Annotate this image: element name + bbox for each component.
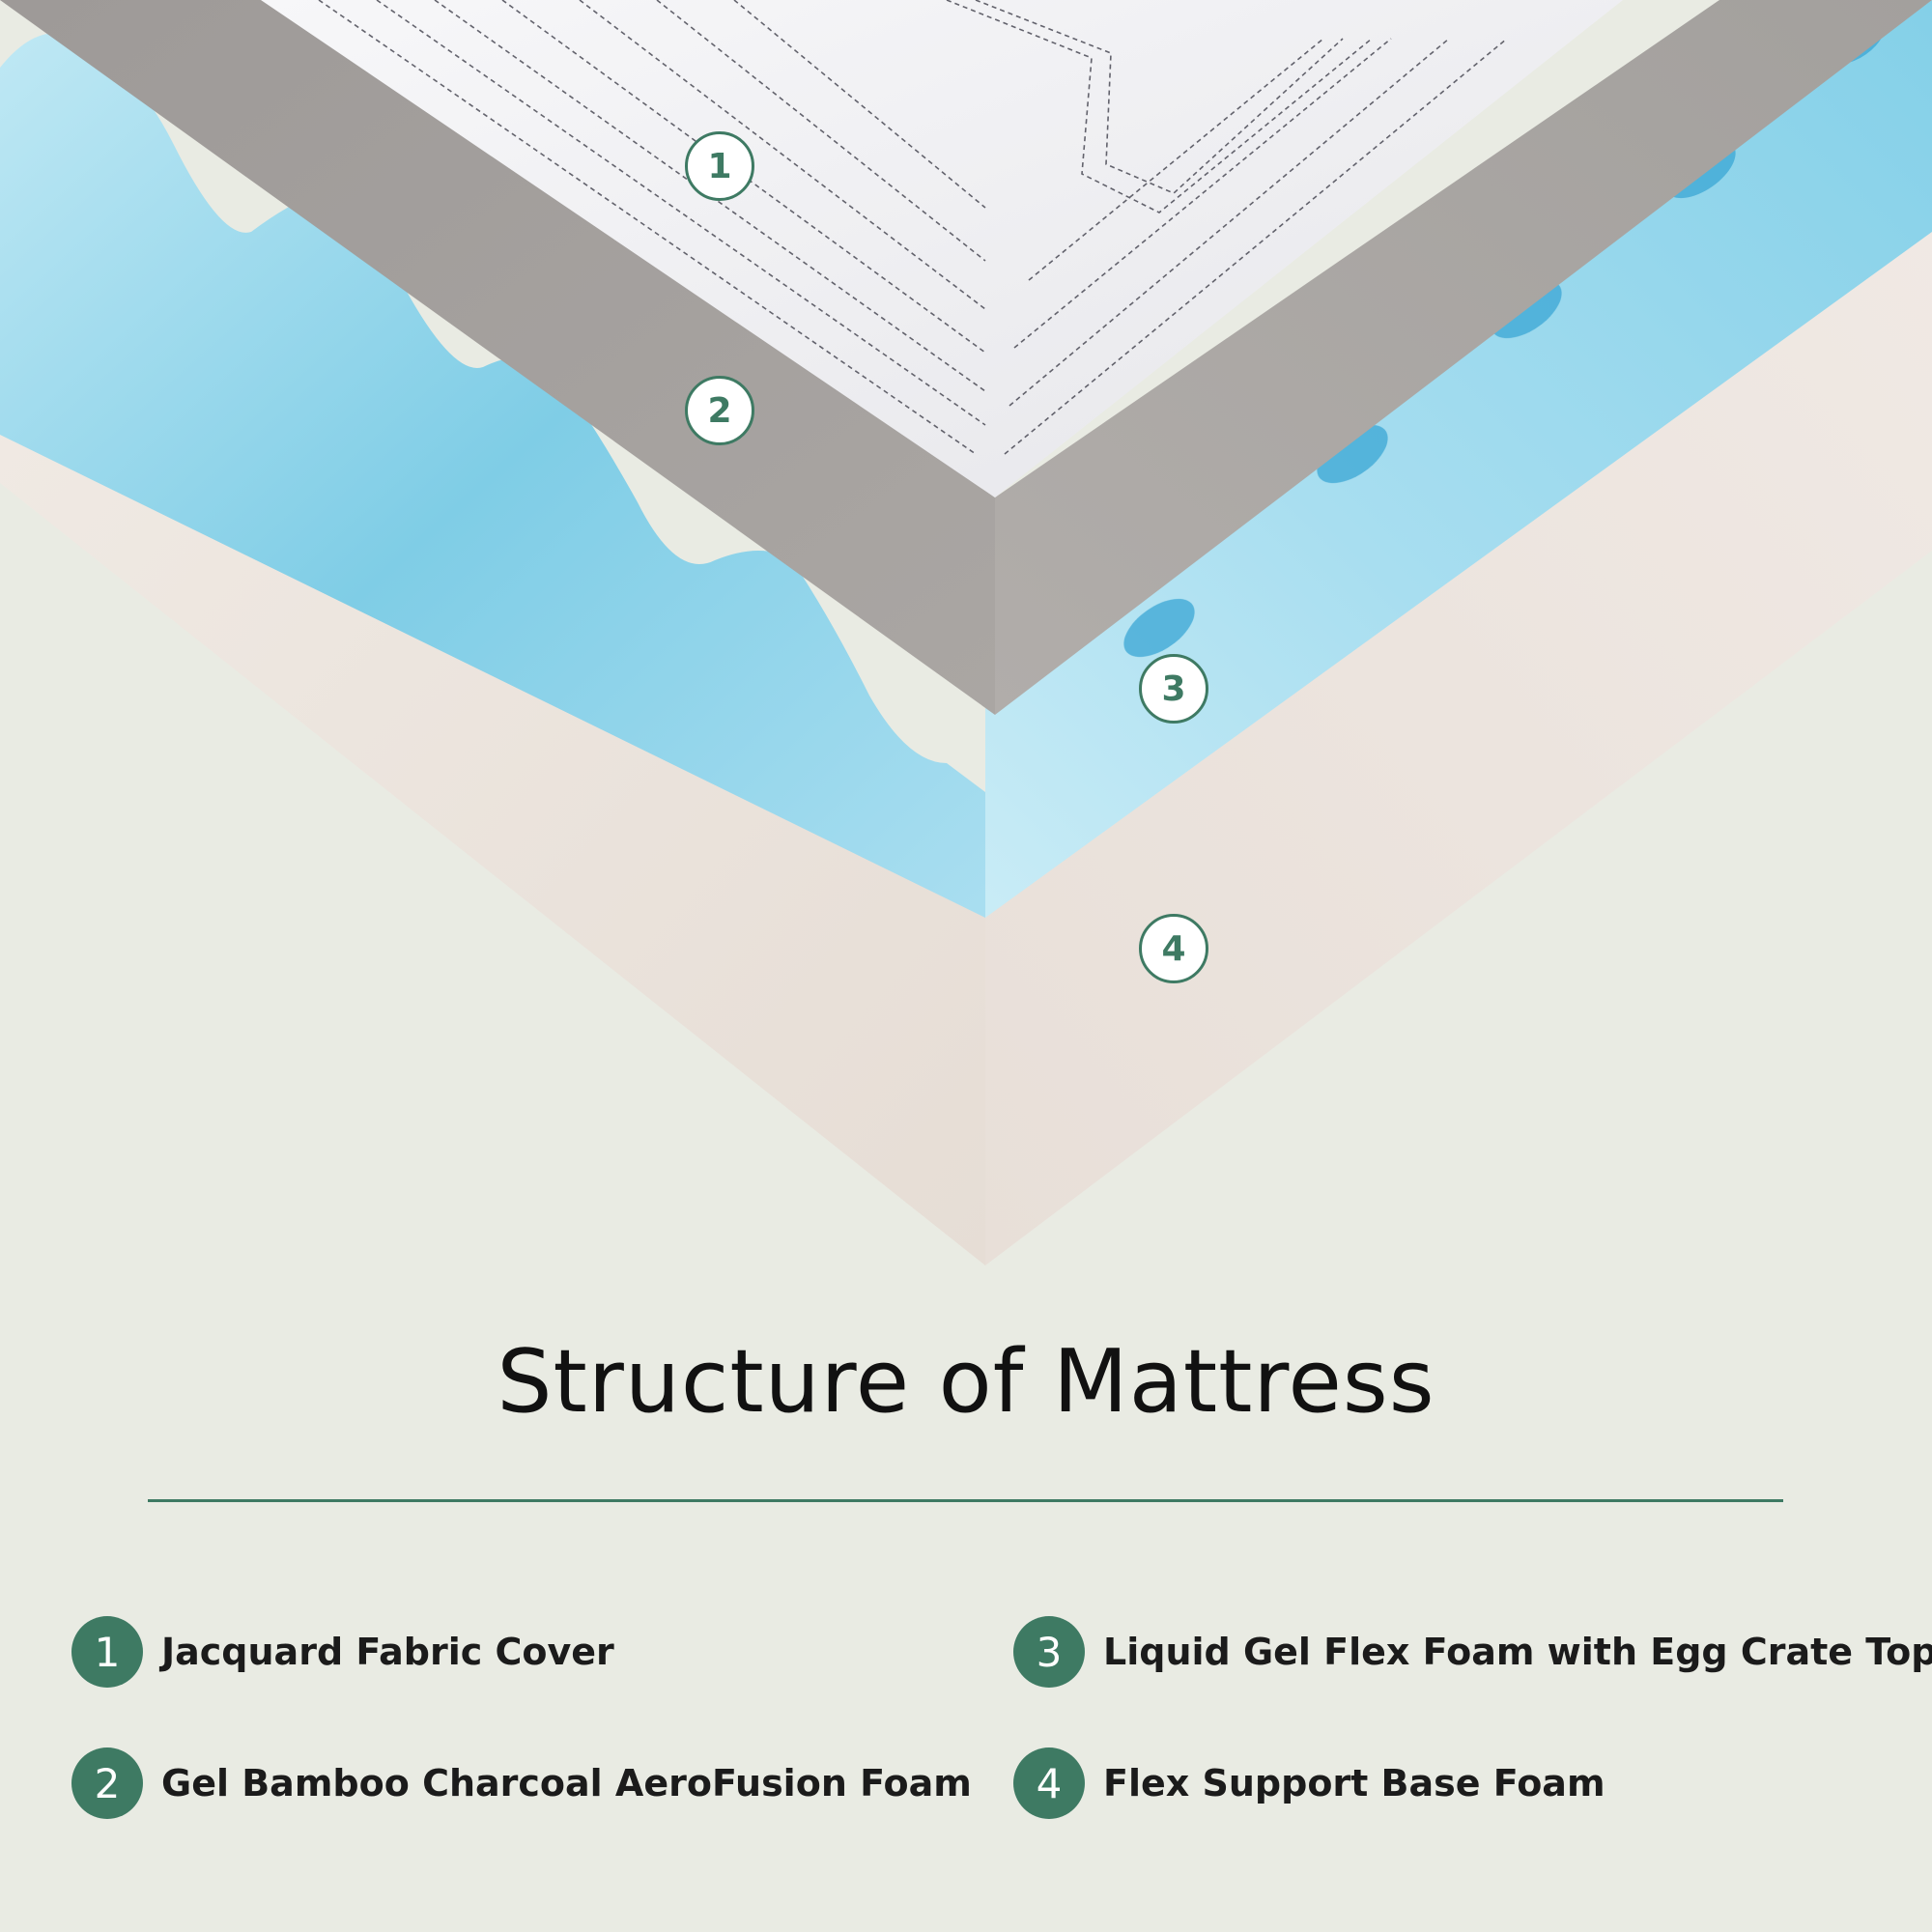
legend-item-3: 3 Liquid Gel Flex Foam with Egg Crate To…	[1013, 1616, 1932, 1688]
legend-item-2: 2 Gel Bamboo Charcoal AeroFusion Foam	[71, 1747, 972, 1819]
mattress-layer-illustration	[0, 0, 1932, 1265]
legend-label: Gel Bamboo Charcoal AeroFusion Foam	[161, 1762, 972, 1804]
legend-item-4: 4 Flex Support Base Foam	[1013, 1747, 1605, 1819]
title-divider	[148, 1499, 1783, 1502]
callout-4[interactable]: 4	[1139, 914, 1208, 983]
callout-1[interactable]: 1	[685, 131, 754, 201]
gel-foam-layer	[0, 0, 1932, 919]
callout-3[interactable]: 3	[1139, 654, 1208, 724]
legend-item-1: 1 Jacquard Fabric Cover	[71, 1616, 614, 1688]
charcoal-foam-layer	[0, 0, 1932, 715]
legend-label: Jacquard Fabric Cover	[161, 1631, 614, 1673]
legend-number-badge: 4	[1013, 1747, 1085, 1819]
legend-label: Liquid Gel Flex Foam with Egg Crate Top	[1103, 1631, 1932, 1673]
legend-number-badge: 1	[71, 1616, 143, 1688]
legend-number-badge: 2	[71, 1747, 143, 1819]
page-title: Structure of Mattress	[497, 1331, 1435, 1433]
callout-2[interactable]: 2	[685, 376, 754, 445]
legend-label: Flex Support Base Foam	[1103, 1762, 1605, 1804]
legend-number-badge: 3	[1013, 1616, 1085, 1688]
